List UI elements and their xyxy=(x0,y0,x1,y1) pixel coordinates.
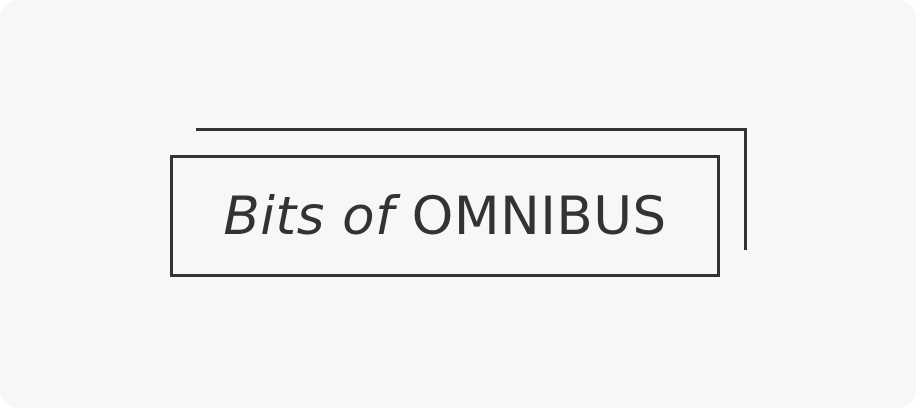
logo-title-prefix: Bits of xyxy=(223,185,395,247)
logo-front-frame: Bits of OMNIBUS xyxy=(170,155,720,277)
logo-back-frame xyxy=(196,128,747,250)
logo-title: Bits of OMNIBUS xyxy=(223,190,666,243)
logo-title-name: OMNIBUS xyxy=(411,185,667,247)
